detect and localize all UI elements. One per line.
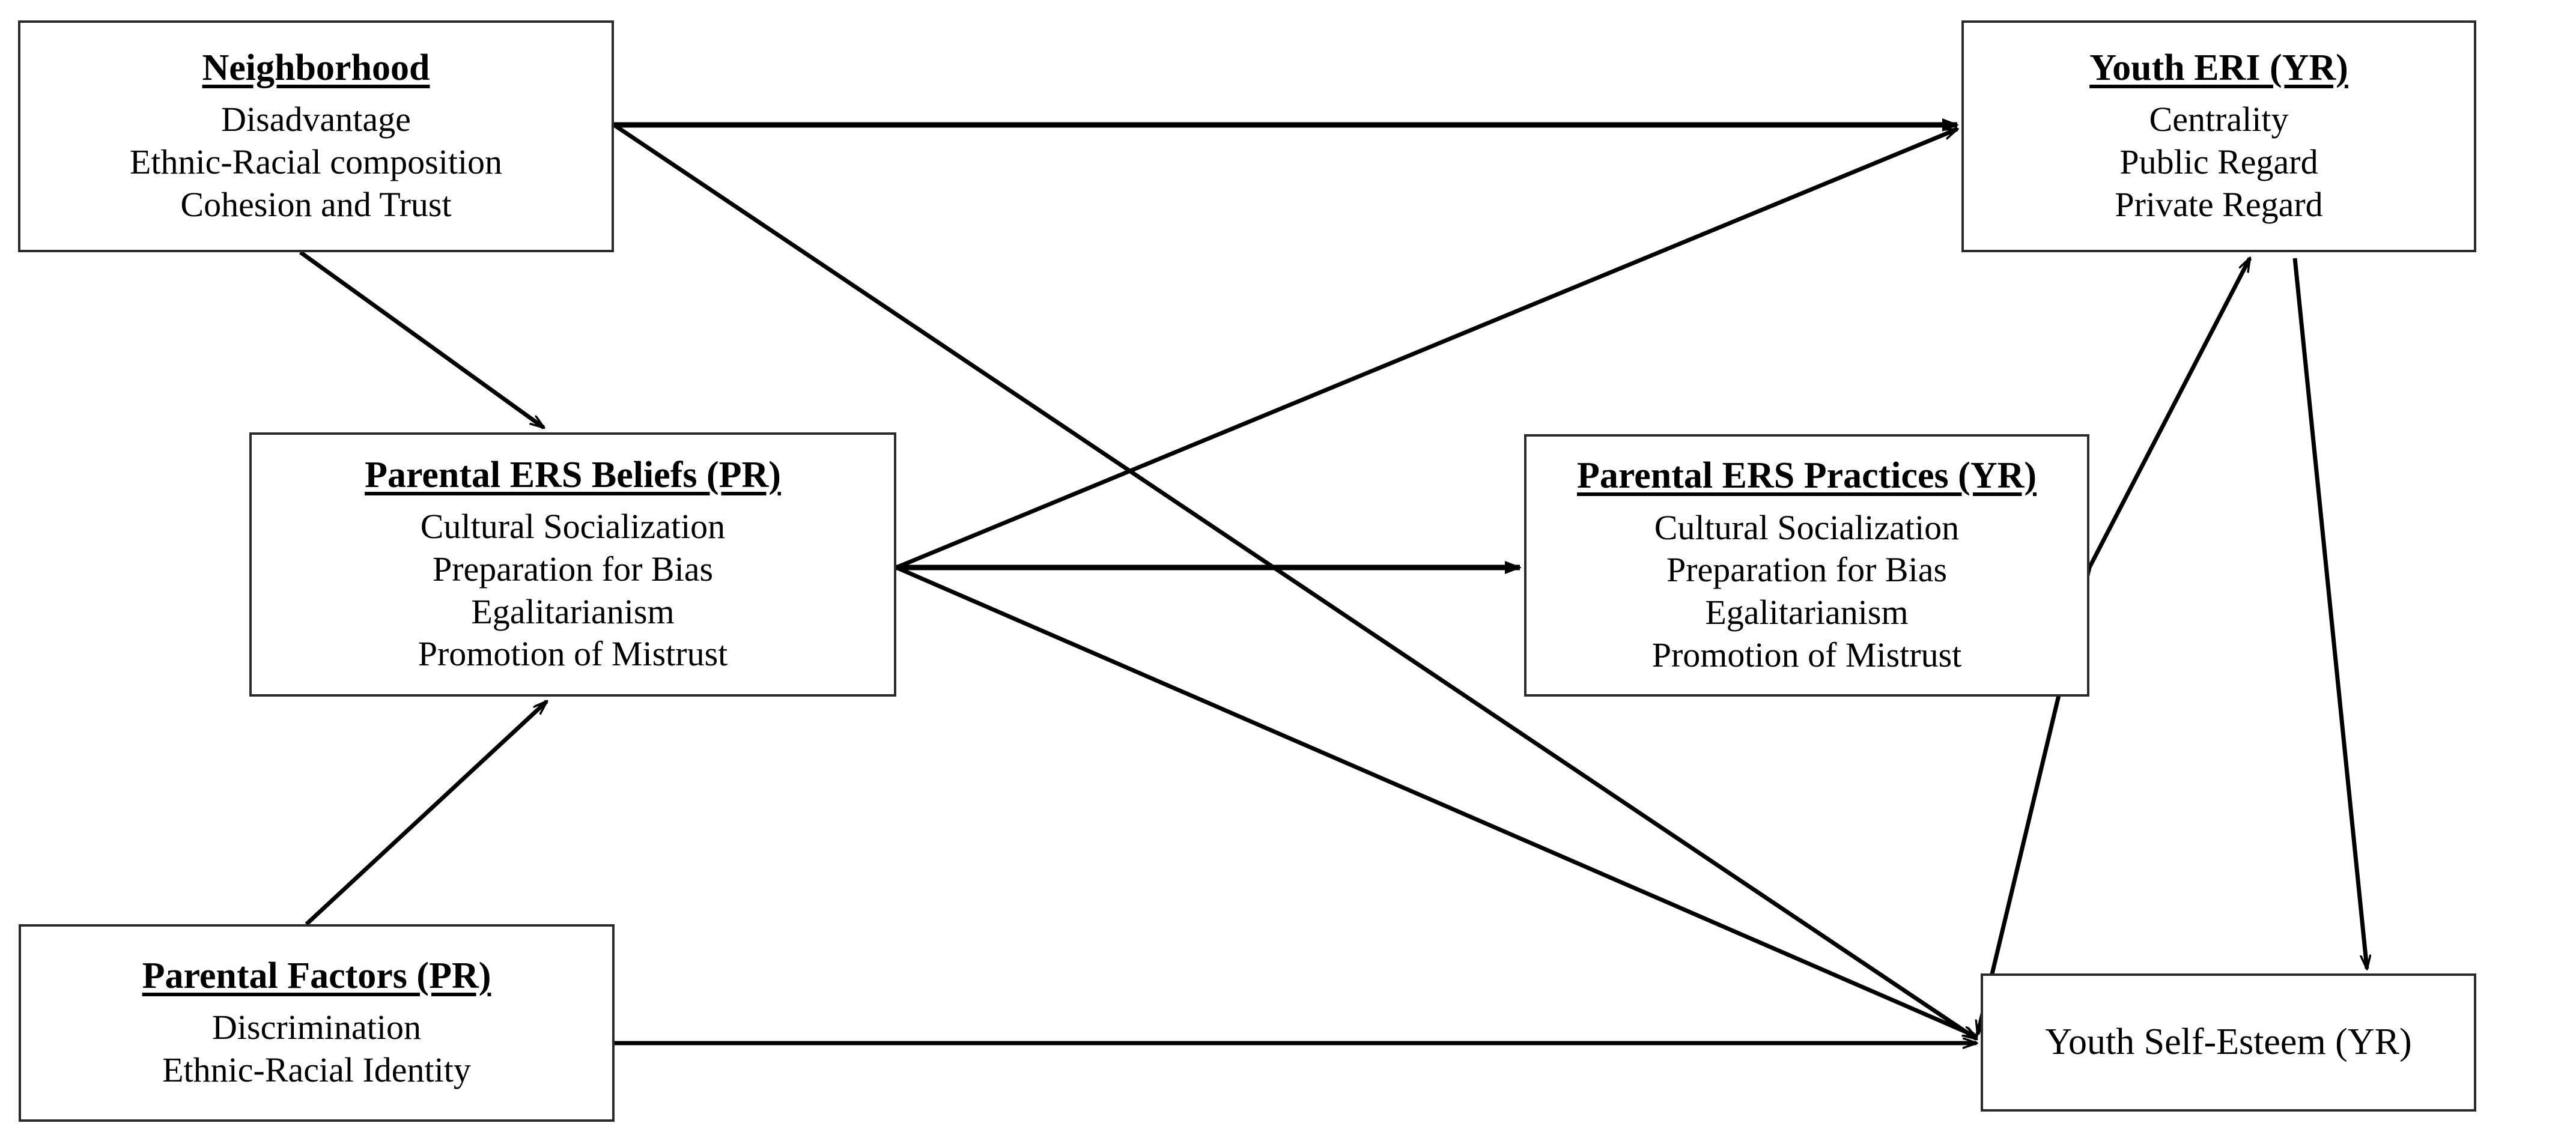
node-parental-ers-practices[interactable]: Parental ERS Practices (YR) Cultural Soc… [1524, 434, 2089, 697]
node-parental-factors-title: Parental Factors (PR) [142, 955, 491, 997]
edge-ers-practices-to-youth-eri [2087, 258, 2252, 569]
node-youth-eri[interactable]: Youth ERI (YR) Centrality Public Regard … [1961, 20, 2476, 252]
node-parental-ers-beliefs[interactable]: Parental ERS Beliefs (PR) Cultural Socia… [249, 432, 896, 697]
node-neighborhood[interactable]: Neighborhood Disadvantage Ethnic-Racial … [18, 20, 614, 252]
node-parental-ers-practices-line-2: Preparation for Bias [1666, 550, 1948, 590]
edge-parental-factors-to-ers-beliefs [305, 700, 547, 926]
node-youth-eri-title: Youth ERI (YR) [2089, 47, 2348, 89]
node-parental-ers-practices-line-1: Cultural Socialization [1654, 507, 1960, 547]
node-parental-factors[interactable]: Parental Factors (PR) Discrimination Eth… [19, 924, 615, 1122]
edge-youth-eri-to-youth-self-esteem [2292, 258, 2367, 969]
node-neighborhood-line-1: Disadvantage [221, 100, 411, 139]
node-youth-eri-line-2: Public Regard [2119, 142, 2318, 182]
node-youth-eri-line-3: Private Regard [2115, 184, 2323, 224]
node-neighborhood-title: Neighborhood [202, 47, 430, 89]
node-neighborhood-line-3: Cohesion and Trust [180, 184, 452, 224]
node-parental-ers-beliefs-line-4: Promotion of Mistrust [418, 634, 728, 674]
node-parental-factors-line-2: Ethnic-Racial Identity [162, 1050, 471, 1090]
node-youth-self-esteem[interactable]: Youth Self-Esteem (YR) [1981, 973, 2476, 1112]
node-parental-ers-practices-line-3: Egalitarianism [1705, 593, 1909, 632]
node-youth-eri-line-1: Centrality [2149, 100, 2289, 139]
node-youth-self-esteem-title: Youth Self-Esteem (YR) [2045, 1021, 2412, 1063]
edge-neighborhood-to-ers-beliefs [299, 250, 544, 429]
node-parental-factors-line-1: Discrimination [212, 1008, 421, 1047]
node-parental-ers-practices-line-4: Promotion of Mistrust [1651, 635, 1962, 674]
node-parental-ers-beliefs-title: Parental ERS Beliefs (PR) [365, 454, 781, 495]
node-neighborhood-line-2: Ethnic-Racial composition [129, 142, 503, 182]
node-parental-ers-beliefs-line-3: Egalitarianism [471, 592, 675, 631]
node-parental-ers-beliefs-line-1: Cultural Socialization [420, 507, 726, 546]
node-parental-ers-practices-title: Parental ERS Practices (YR) [1576, 455, 2037, 497]
node-parental-ers-beliefs-line-2: Preparation for Bias [432, 549, 714, 589]
